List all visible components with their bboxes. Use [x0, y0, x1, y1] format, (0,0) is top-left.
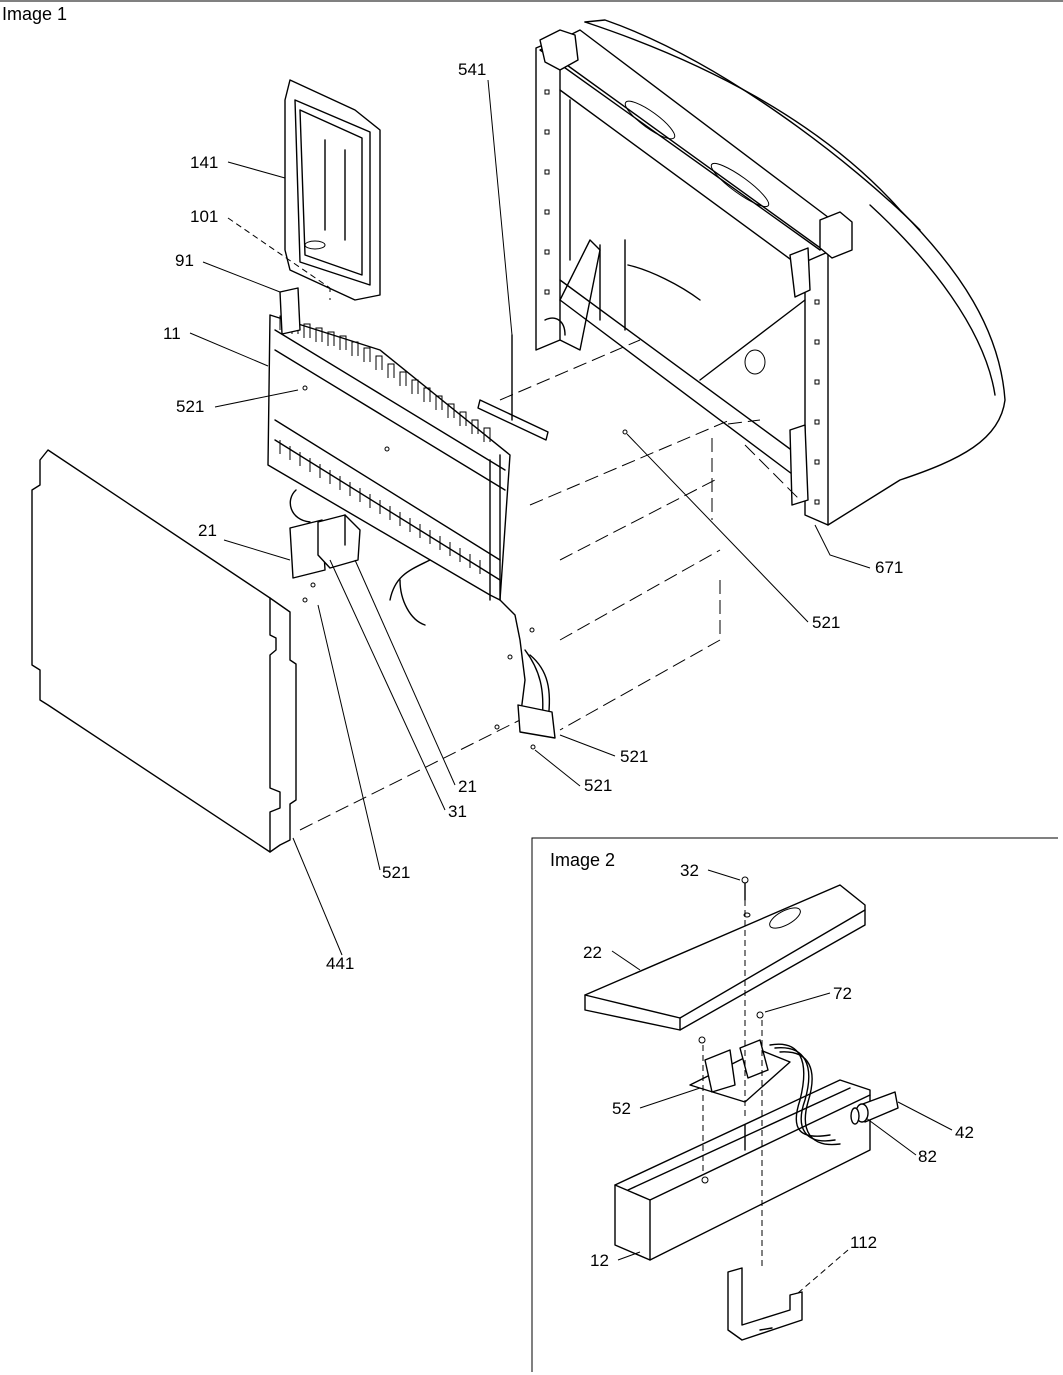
- label-72: 72: [833, 984, 852, 1003]
- label-521-b: 521: [812, 613, 840, 632]
- tube-42: [850, 1091, 899, 1125]
- label-12: 12: [590, 1251, 609, 1270]
- label-521-a: 521: [176, 397, 204, 416]
- label-521-e: 521: [382, 863, 410, 882]
- label-521-d: 521: [584, 776, 612, 795]
- label-441: 441: [326, 954, 354, 973]
- board-52: [689, 1011, 841, 1146]
- image1-callouts: 141 101 91 11 541 521 21 671 521 521 521…: [163, 60, 903, 973]
- label-31: 31: [448, 802, 467, 821]
- label-21-b: 21: [458, 777, 477, 796]
- panel-441: [31, 449, 297, 853]
- label-82: 82: [918, 1147, 937, 1166]
- label-52: 52: [612, 1099, 631, 1118]
- dashed-placement-lines: [299, 258, 801, 831]
- label-11: 11: [163, 324, 181, 343]
- label-22: 22: [583, 943, 602, 962]
- cover-141: [284, 79, 381, 301]
- control-21-31: [289, 514, 361, 603]
- label-112: 112: [850, 1233, 877, 1252]
- evaporator-assembly-11: [267, 287, 628, 626]
- image2-title: Image 2: [550, 850, 615, 870]
- image2-callouts: 32 22 72 52 42 82 12 112: [583, 861, 974, 1294]
- cabinet-frame: [535, 19, 1006, 526]
- image2-frame: Image 2: [531, 837, 1058, 1372]
- label-21-a: 21: [198, 521, 217, 540]
- bracket-112: [727, 1267, 803, 1341]
- image2-dashed-lines: [702, 900, 763, 1270]
- image1-title: Image 1: [2, 4, 67, 24]
- label-91: 91: [175, 251, 194, 270]
- label-671: 671: [875, 558, 903, 577]
- cover-22: [584, 876, 866, 1031]
- base-12: [614, 1079, 871, 1261]
- label-42: 42: [955, 1123, 974, 1142]
- label-141: 141: [190, 153, 218, 172]
- label-32: 32: [680, 861, 699, 880]
- wire-harness: [494, 599, 556, 750]
- label-541: 541: [458, 60, 486, 79]
- label-521-c: 521: [620, 747, 648, 766]
- label-101: 101: [190, 207, 218, 226]
